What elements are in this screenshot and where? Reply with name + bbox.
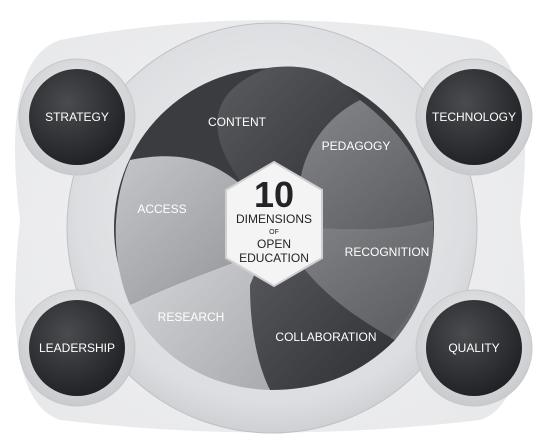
segment-research[interactable] bbox=[130, 228, 274, 390]
label-technology: TECHNOLOGY bbox=[432, 110, 516, 124]
label-collaboration: COLLABORATION bbox=[275, 330, 376, 344]
center-hexagon bbox=[225, 160, 323, 288]
center-line-education: EDUCATION bbox=[239, 251, 309, 265]
center-number: 10 bbox=[254, 174, 294, 215]
center-line-of: OF bbox=[269, 229, 279, 236]
label-quality: QUALITY bbox=[448, 341, 499, 355]
label-recognition: RECOGNITION bbox=[345, 245, 430, 259]
label-research: RESEARCH bbox=[158, 310, 225, 324]
label-leadership: LEADERSHIP bbox=[39, 341, 115, 355]
corner-leadership[interactable]: LEADERSHIP bbox=[18, 289, 136, 407]
center-line-open: OPEN bbox=[257, 237, 291, 251]
label-access: ACCESS bbox=[137, 202, 186, 216]
corner-technology[interactable]: TECHNOLOGY bbox=[415, 58, 533, 176]
label-content: CONTENT bbox=[208, 115, 267, 129]
center-line-dimensions: DIMENSIONS bbox=[236, 212, 312, 226]
corner-quality[interactable]: QUALITY bbox=[415, 289, 533, 407]
label-pedagogy: PEDAGOGY bbox=[322, 139, 391, 153]
label-strategy: STRATEGY bbox=[45, 110, 109, 124]
corner-strategy[interactable]: STRATEGY bbox=[18, 58, 136, 176]
